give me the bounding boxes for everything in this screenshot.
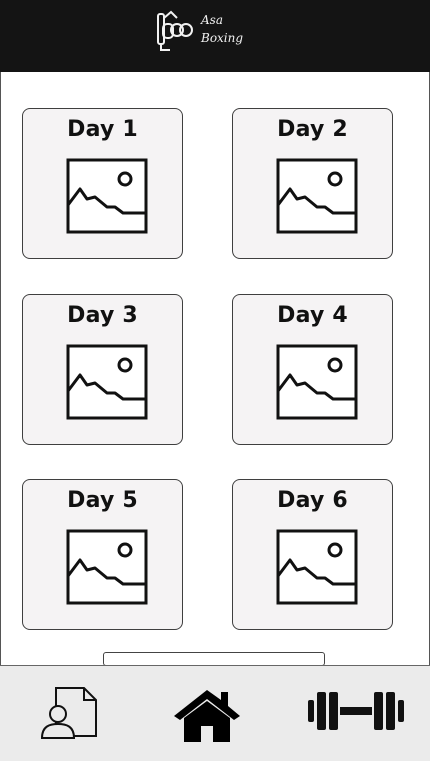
day-card-6[interactable]: Day 6: [232, 479, 393, 630]
day-card-title: Day 3: [67, 303, 138, 328]
home-icon: [174, 690, 240, 742]
day-card-title: Day 5: [67, 488, 138, 513]
image-placeholder-icon: [276, 344, 358, 420]
profile-document-icon: [40, 687, 97, 739]
nav-home-button[interactable]: [172, 684, 242, 744]
day-card-title: Day 1: [67, 117, 138, 142]
nav-workout-button[interactable]: [306, 688, 406, 734]
nav-profile-button[interactable]: [38, 684, 100, 744]
day-card-2[interactable]: Day 2: [232, 108, 393, 259]
boxing-logo-icon: [157, 10, 193, 51]
day-card-3[interactable]: Day 3: [22, 294, 183, 445]
logo: Asa Boxing: [155, 8, 275, 58]
image-placeholder-icon: [66, 529, 148, 605]
day-card-4[interactable]: Day 4: [232, 294, 393, 445]
day-card-title: Day 6: [277, 488, 348, 513]
image-placeholder-icon: [276, 158, 358, 234]
logo-text: Asa Boxing: [201, 13, 244, 45]
day-card-5[interactable]: Day 5: [22, 479, 183, 630]
scroll-handle[interactable]: [103, 652, 325, 666]
day-card-title: Day 2: [277, 117, 348, 142]
day-card-1[interactable]: Day 1: [22, 108, 183, 259]
day-card-title: Day 4: [277, 303, 348, 328]
dumbbell-icon: [308, 692, 404, 730]
image-placeholder-icon: [276, 529, 358, 605]
image-placeholder-icon: [66, 344, 148, 420]
app-header: Asa Boxing: [0, 0, 430, 72]
bottom-nav: [0, 665, 430, 761]
image-placeholder-icon: [66, 158, 148, 234]
